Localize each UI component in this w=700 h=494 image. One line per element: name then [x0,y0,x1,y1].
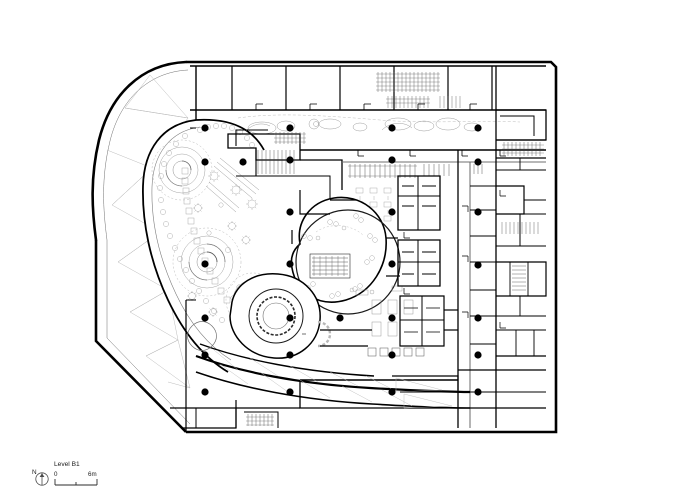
structural-column-dot [388,260,396,268]
structural-column-dot [286,260,294,268]
structural-column-dot [201,124,209,132]
door-swings [403,190,506,329]
structural-column-dot [474,124,482,132]
structural-column-dot [286,124,294,132]
lower-east-corridor [236,369,546,409]
structural-column-dot [286,388,294,396]
structural-column-dot [286,314,294,322]
structural-column-dot [474,208,482,216]
structural-columns [201,124,482,396]
scale-start-label: 0 [54,471,58,478]
structural-column-dot [388,351,396,359]
structural-column-dot [388,388,396,396]
structural-column-dot [474,261,482,269]
south-furniture [355,285,425,357]
structural-column-dot [474,388,482,396]
structural-column-dot [388,208,396,216]
structural-column-dot [336,314,344,322]
structural-column-dot [286,156,294,164]
structural-column-dot [286,351,294,359]
structural-column-dot [286,208,294,216]
structural-column-dot [201,388,209,396]
structural-column-dot [388,314,396,322]
scale-bar-icon [54,479,98,486]
south-west-rooms [170,299,279,432]
north-letter: N [32,469,37,476]
west-inner-wall [190,66,197,129]
circular-ring-void [229,273,332,359]
connecting-walls [291,190,458,347]
structural-column-dot [239,158,247,166]
scale-end-label: 6m [88,471,97,478]
structural-column-dot [474,158,482,166]
building-outline [186,60,558,434]
north-arrow-icon [35,472,49,486]
curved-terrace-seating [195,343,471,409]
north-central-service [227,129,343,200]
main-corridor [300,149,546,163]
structural-column-dot [201,260,209,268]
legend: N Level B1 0 6m [32,461,98,486]
structural-column-dot [388,156,396,164]
structural-column-dot [474,314,482,322]
structural-column-dot [201,351,209,359]
circular-seating-cluster [172,227,242,297]
north-rooms [190,65,546,111]
level-label: Level B1 [54,461,80,468]
structural-column-dot [201,158,209,166]
planting-band [237,114,521,135]
structural-column-dot [201,314,209,322]
east-service-rooms [397,66,547,428]
structural-column-dot [388,124,396,132]
circular-seating-cluster [151,139,213,201]
structural-column-dot [474,351,482,359]
